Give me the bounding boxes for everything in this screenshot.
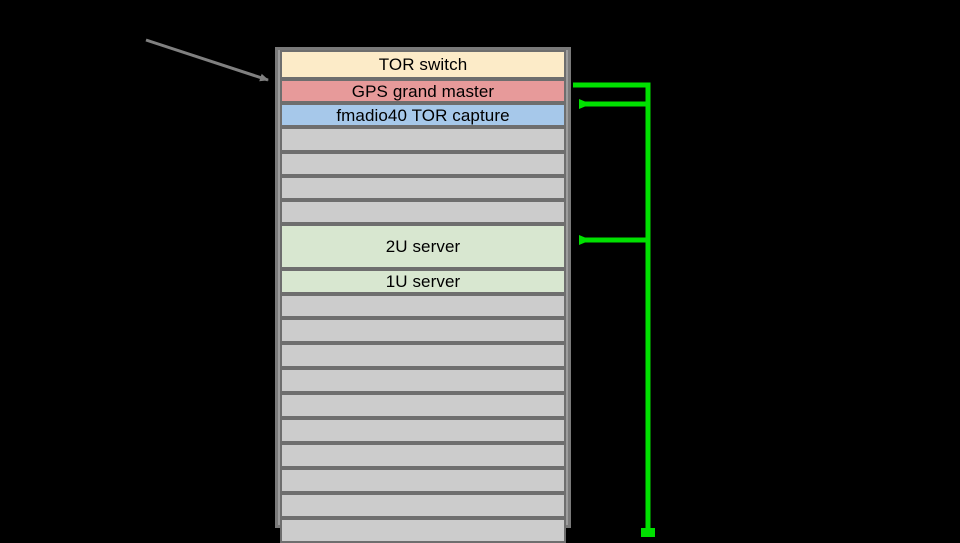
gps-pointer-arrow xyxy=(145,38,269,82)
rack-unit-blank xyxy=(280,368,566,393)
rack-unit-blank xyxy=(280,468,566,493)
rack-unit-blank xyxy=(280,152,566,176)
rack-unit-labeled: 1U server xyxy=(280,269,566,294)
rack-unit-blank xyxy=(280,318,566,343)
rack-unit-blank xyxy=(280,418,566,443)
rack-unit-blank xyxy=(280,176,566,200)
rack-unit-label: 1U server xyxy=(385,272,461,291)
gps-to-bus-link xyxy=(573,82,651,535)
rack-unit-blank xyxy=(280,518,566,543)
rack-unit-blank xyxy=(280,200,566,224)
rack-unit-label: GPS grand master xyxy=(351,81,495,101)
rack-unit-label: fmadio40 TOR capture xyxy=(336,105,510,125)
rack-unit-label: 2U server xyxy=(385,237,461,256)
rack-unit-label: TOR switch xyxy=(378,55,468,74)
rack-unit-labeled: fmadio40 TOR capture xyxy=(280,103,566,127)
cable-bus-terminator xyxy=(641,528,655,537)
rack-unit-blank xyxy=(280,493,566,518)
rack-unit-blank xyxy=(280,294,566,318)
rack-unit-labeled: TOR switch xyxy=(280,50,566,79)
rack-unit-labeled: 2U server xyxy=(280,224,566,269)
rack-unit-labeled: GPS grand master xyxy=(280,79,566,103)
rack-unit-blank xyxy=(280,393,566,418)
rack-unit-blank xyxy=(280,343,566,368)
rack-unit-blank xyxy=(280,443,566,468)
rack-unit-blank xyxy=(280,127,566,152)
